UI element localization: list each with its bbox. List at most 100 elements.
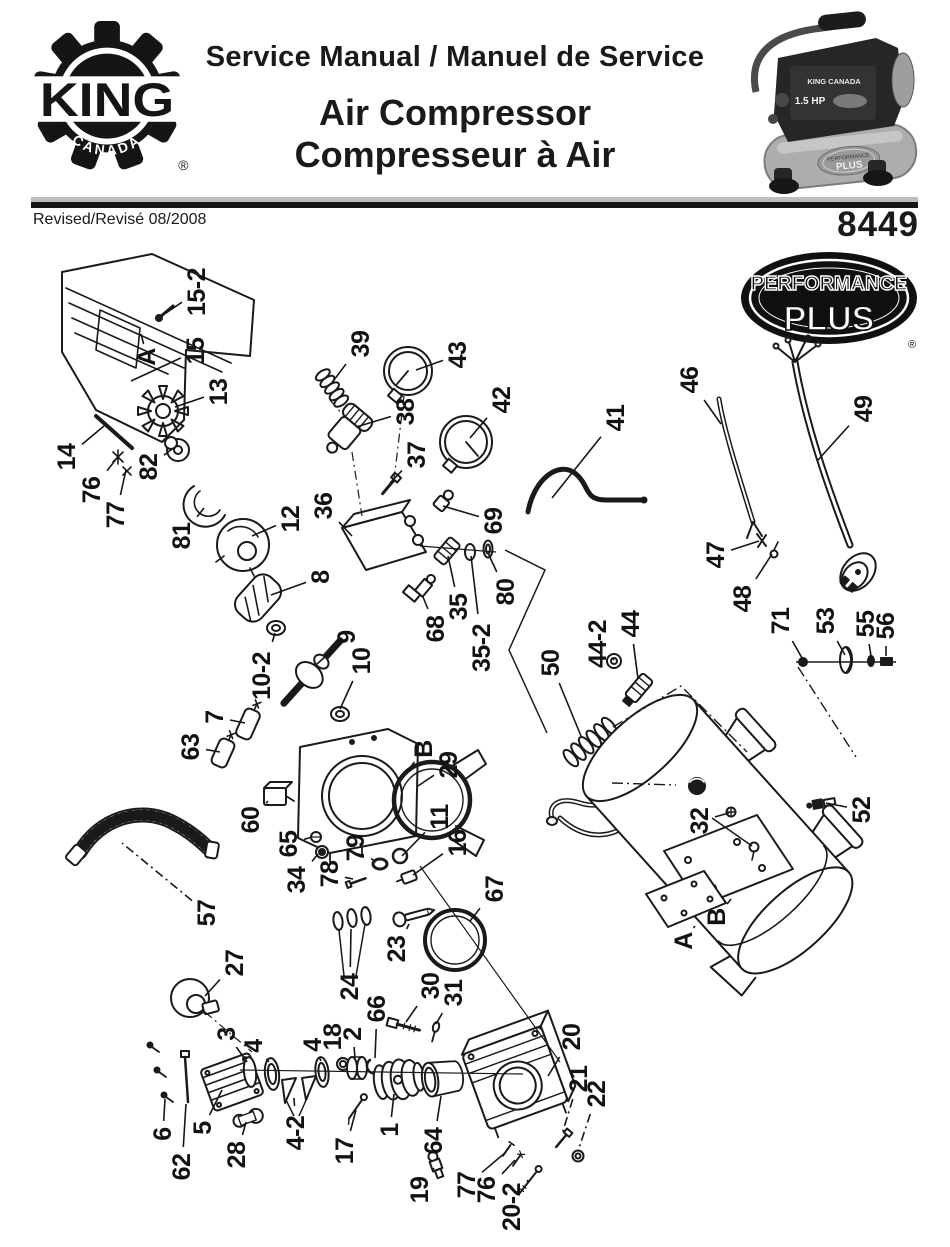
leader-line-60 [265, 800, 269, 804]
part-crankcase [297, 728, 419, 863]
leader-line-38 [355, 415, 392, 428]
part-label-4-2: 4-2 [282, 1116, 310, 1151]
part-label-2: 2 [339, 1027, 367, 1040]
leader-line-4 [265, 1058, 270, 1063]
part-label-A: A [670, 932, 698, 950]
part-label-3: 3 [213, 1027, 241, 1040]
part-label-30: 30 [417, 973, 445, 1000]
leader-line-66 [374, 1028, 377, 1059]
part-label-53: 53 [812, 608, 840, 635]
leader-line-7 [229, 719, 246, 724]
part-fitting-35 [433, 536, 461, 566]
part-label-79: 79 [342, 835, 370, 862]
part-label-11: 11 [426, 804, 454, 830]
leader-line-32 [714, 812, 730, 818]
model-number: 8449 [837, 205, 919, 244]
leader-line-77 [119, 469, 127, 496]
leader-line-77 [481, 1151, 507, 1173]
part-screws-6 [146, 1041, 174, 1103]
part-end-bell-12 [215, 518, 270, 577]
part-bolt-20-2 [518, 1164, 543, 1195]
part-filter-27 [170, 978, 220, 1018]
part-label-28: 28 [223, 1141, 251, 1168]
pplus-line2: PLUS [784, 300, 875, 338]
logo-brand-text: KING [40, 74, 174, 127]
leader-line-21 [561, 1098, 574, 1135]
king-canada-logo: KING CANADA ® [29, 20, 188, 173]
part-label-14: 14 [53, 443, 81, 470]
leader-line-A [692, 925, 696, 929]
part-label-77: 77 [102, 502, 130, 529]
leader-line-20-2 [526, 1179, 529, 1183]
part-valves-24 [332, 906, 372, 931]
photo-foot-pad-left [769, 178, 799, 194]
leader-line-24 [349, 928, 352, 968]
part-label-10: 10 [348, 648, 376, 675]
part-label-23: 23 [383, 936, 411, 963]
part-label-B: B [703, 908, 731, 926]
pplus-reg-mark: ® [908, 339, 916, 351]
leader-line-42 [469, 417, 488, 439]
leader-line-4-2 [293, 1097, 296, 1107]
part-reeds-4-2 [281, 1075, 317, 1104]
part-label-22: 22 [583, 1081, 611, 1108]
part-label-76: 76 [78, 477, 106, 504]
part-label-35-2: 35-2 [468, 624, 496, 672]
part-label-50: 50 [537, 650, 565, 677]
leader-line-44-2 [612, 658, 615, 661]
part-gasket-3 [242, 1056, 258, 1088]
part-plate-4a [263, 1057, 281, 1091]
part-label-36: 36 [310, 493, 338, 520]
part-label-48: 48 [729, 585, 757, 612]
leader-line-68 [422, 596, 429, 610]
part-cap-34 [315, 845, 329, 859]
part-gasket-29 [391, 749, 487, 857]
leader-line-34 [311, 853, 319, 862]
leader-line-71 [791, 640, 803, 659]
leader-line-18 [340, 1056, 343, 1060]
part-label-77: 77 [453, 1172, 481, 1199]
leader-line-11 [401, 831, 426, 857]
part-nut-35-2 [464, 543, 476, 561]
photo-brand-text: KING CANADA [807, 77, 861, 86]
leader-line-31 [435, 1012, 444, 1025]
leader-line-10-2 [271, 632, 276, 643]
part-hose-57 [65, 807, 220, 867]
part-rings-2 [346, 1056, 368, 1080]
part-label-32: 32 [686, 808, 714, 835]
leader-line-10 [339, 680, 354, 710]
leader-line-3 [235, 1046, 248, 1063]
leader-line-67 [469, 907, 481, 922]
photo-tank: PERFORMANCE PLUS [763, 123, 918, 190]
leader-line-65 [303, 836, 313, 841]
leader-line-22 [577, 1113, 592, 1152]
part-label-29: 29 [435, 752, 463, 779]
part-check-valve-44 [622, 673, 654, 707]
leader-line-63 [205, 748, 221, 753]
part-label-8: 8 [307, 570, 335, 584]
part-block-20 [460, 1009, 577, 1139]
part-dipstick-23 [392, 907, 436, 928]
part-label-15: 15 [182, 337, 210, 364]
leader-line-36 [338, 521, 353, 537]
leader-line-46 [703, 399, 722, 425]
logo-reg-mark: ® [178, 157, 188, 173]
logo-band [29, 76, 185, 122]
part-label-49: 49 [850, 396, 878, 423]
part-screw-77-top [122, 466, 132, 476]
product-photo: PERFORMANCE PLUS KING CANADA 1.5 HP [751, 11, 918, 194]
leader-line-35-2 [470, 555, 479, 615]
part-bearing-10-2 [266, 620, 286, 636]
leader-line-69 [442, 505, 480, 518]
leader-line-30 [405, 1005, 418, 1023]
part-label-47: 47 [702, 542, 730, 569]
leader-lines [81, 301, 887, 1183]
part-bearing-10 [330, 706, 350, 722]
leader-line-43 [415, 359, 444, 371]
part-screw-37 [381, 471, 403, 496]
leader-line-23 [405, 923, 410, 930]
part-label-63: 63 [177, 734, 205, 761]
leader-line-82 [163, 448, 173, 456]
page-title: Service Manual / Manuel de Service [205, 41, 705, 73]
